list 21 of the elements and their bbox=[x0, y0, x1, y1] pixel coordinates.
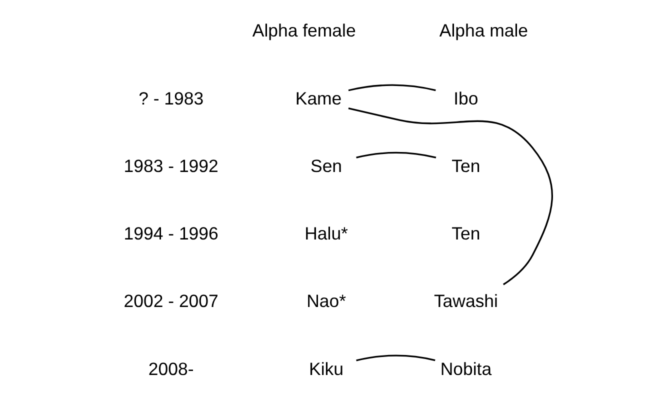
connector bbox=[348, 108, 553, 286]
label: ? - 1983 bbox=[138, 88, 204, 108]
label: 2008- bbox=[148, 358, 194, 379]
node-text: Sen bbox=[310, 156, 342, 176]
label: Nao* bbox=[306, 291, 346, 312]
label: 2002 - 2007 bbox=[124, 291, 218, 312]
node-text: Kiku bbox=[309, 358, 344, 379]
label: Alpha female bbox=[252, 20, 356, 41]
node-text: Tawashi bbox=[434, 291, 498, 312]
node-text: Ten bbox=[452, 156, 480, 176]
connector bbox=[348, 84, 436, 92]
label: 1983 - 1992 bbox=[124, 156, 218, 176]
node-text: Ibo bbox=[454, 88, 478, 108]
node-text: Kame bbox=[295, 88, 342, 108]
connector bbox=[356, 354, 436, 362]
label: Halu* bbox=[304, 224, 348, 244]
label: Alpha male bbox=[439, 20, 528, 41]
label: Ten bbox=[452, 224, 480, 244]
label: 1994 - 1996 bbox=[124, 224, 218, 244]
connector bbox=[356, 152, 436, 158]
node-text: Nobita bbox=[440, 358, 492, 379]
